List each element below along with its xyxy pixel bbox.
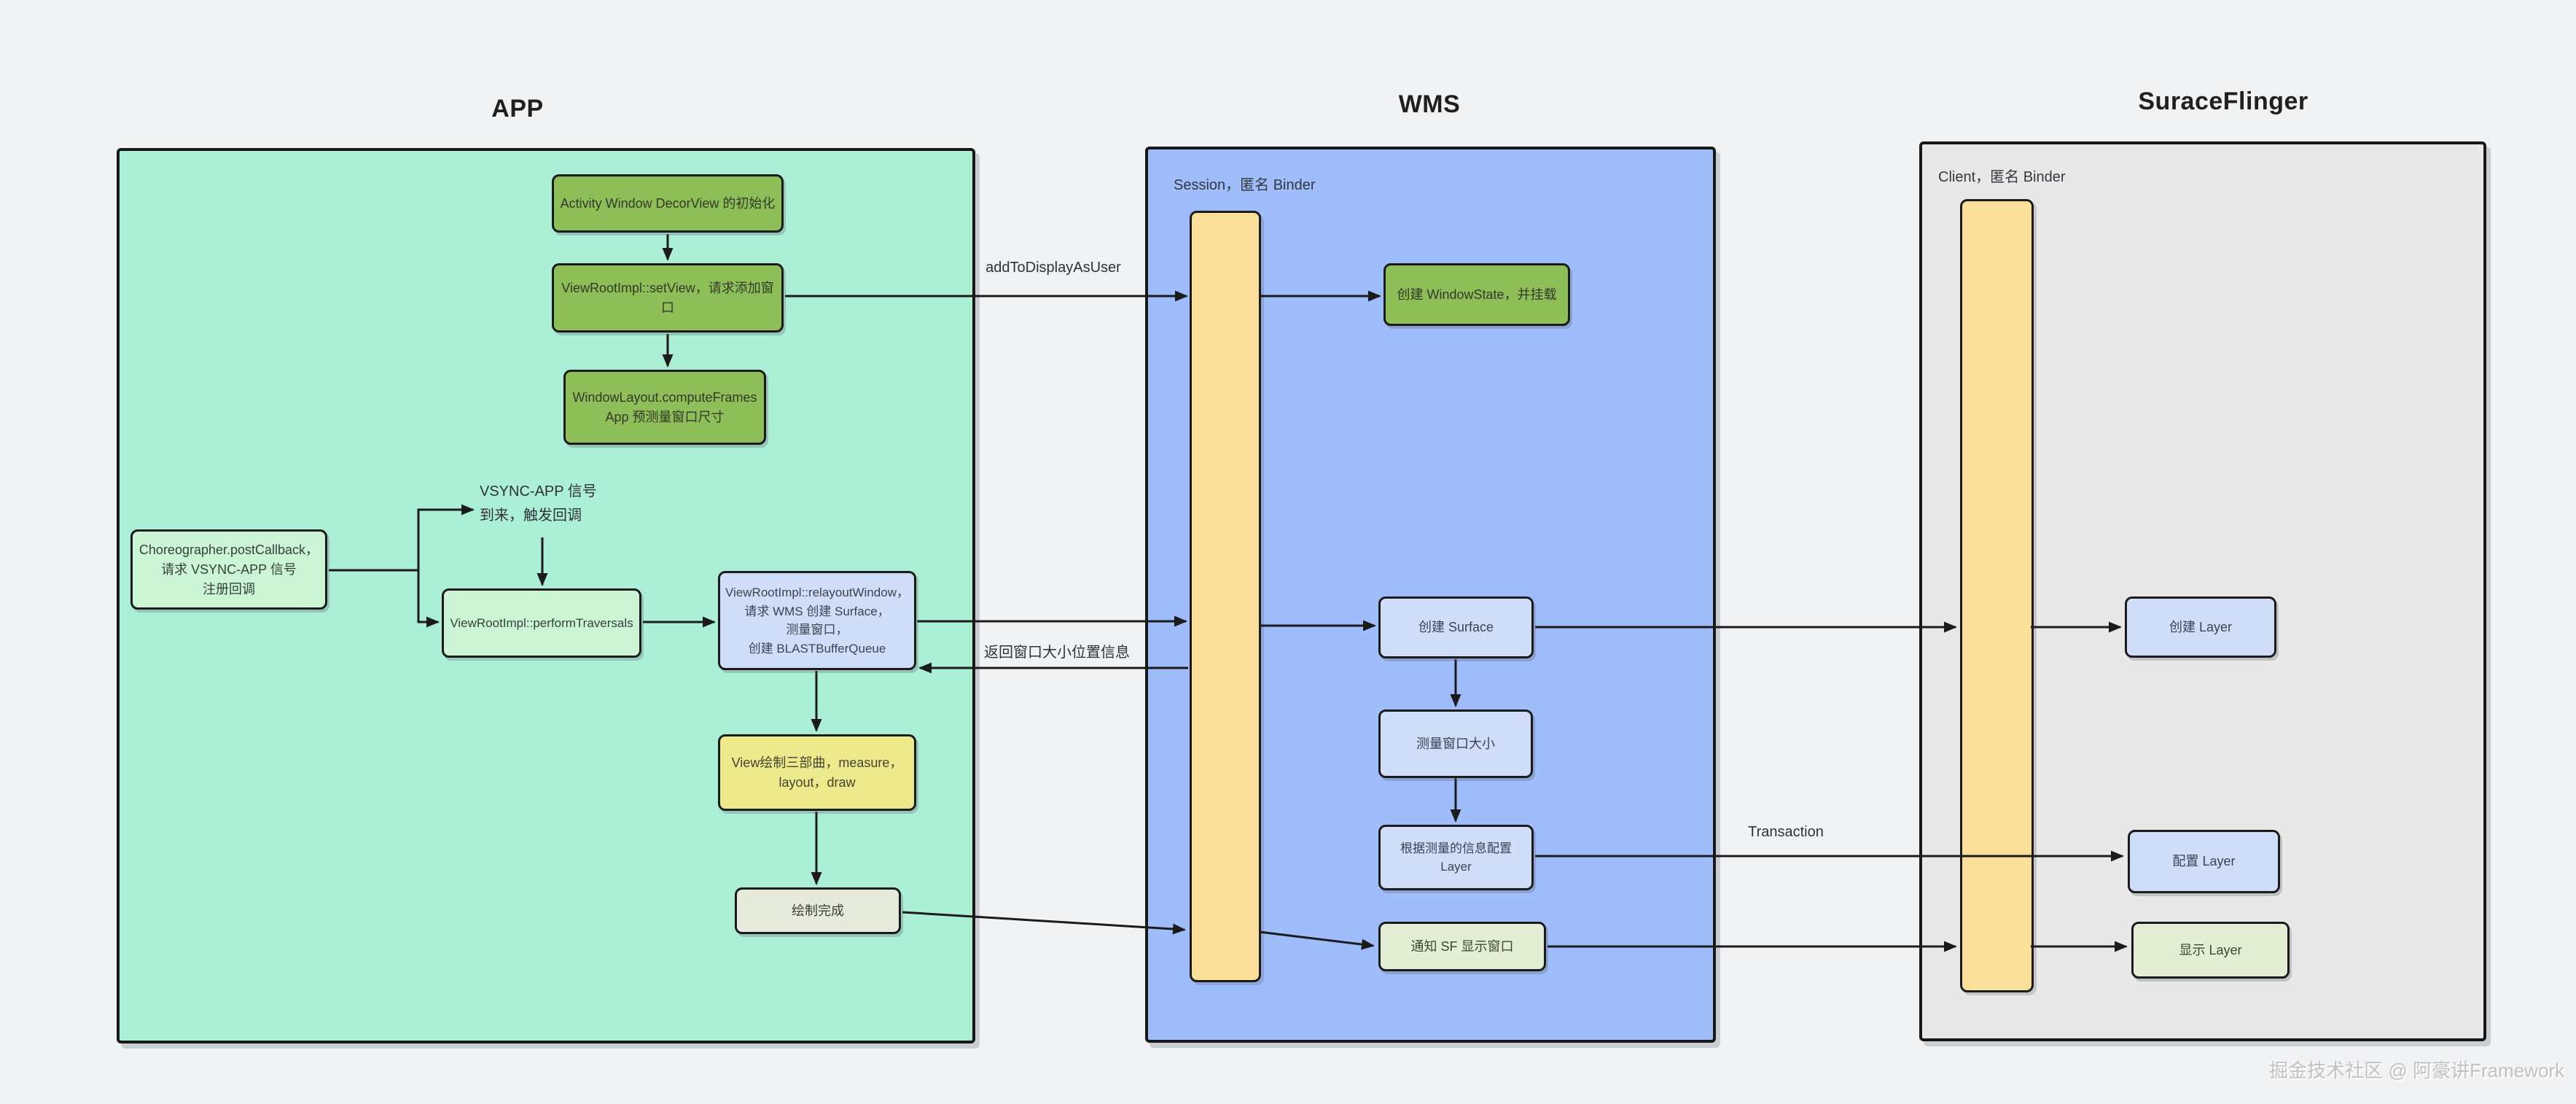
label-return-window-info: 返回窗口大小位置信息 [984,645,1130,661]
label-transaction: Transaction [1748,824,1824,840]
node-draw-done: 绘制完成 [735,887,901,934]
label-addtodisplayasuser: addToDisplayAsUser [985,260,1121,276]
lane-title-wms: WMS [1398,90,1461,118]
node-viewrootimpl-setview: ViewRootImpl::setView，请求添加窗口 [552,263,784,333]
node-view-draw-trilogy: View绘制三部曲，measure， layout，draw [718,734,916,811]
node-choreographer-postcallback: Choreographer.postCallback， 请求 VSYNC-APP… [130,529,327,610]
node-create-layer: 创建 Layer [2125,596,2276,658]
node-show-layer: 显示 Layer [2131,922,2290,979]
edge-drawdone-to-wms-lifeline [902,911,1186,935]
wms-session-lifeline-bar [1190,211,1261,982]
node-performtraversals: ViewRootImpl::performTraversals [442,588,641,658]
label-vsync-arrived-note: VSYNC-APP 信号 到来，触发回调 [480,483,597,524]
node-create-windowstate: 创建 WindowState，并挂载 [1383,263,1570,326]
node-create-surface: 创建 Surface [1378,596,1534,658]
node-notify-sf-show-window: 通知 SF 显示窗口 [1378,922,1546,971]
node-relayoutwindow: ViewRootImpl::relayoutWindow， 请求 WMS 创建 … [718,571,916,670]
watermark-text: 掘金技术社区 @ 阿豪讲Framework [2269,1060,2564,1081]
wms-session-binder-label: Session，匿名 Binder [1174,177,1316,193]
node-config-layer: 配置 Layer [2128,830,2280,893]
edge-wms-lifeline-to-notifysf [1259,930,1375,950]
sf-client-binder-label: Client，匿名 Binder [1938,169,2066,185]
sf-client-lifeline-bar [1960,199,2034,992]
node-activity-decorview-init: Activity Window DecorView 的初始化 [552,174,784,233]
node-measure-window-size: 测量窗口大小 [1378,710,1533,778]
lane-title-app: APP [491,95,544,123]
node-windowlayout-computeframes: WindowLayout.computeFrames App 预测量窗口尺寸 [563,370,766,445]
node-config-layer-by-measure: 根据测量的信息配置 Layer [1378,825,1534,890]
lane-title-surfaceflinger: SuraceFlinger [2138,88,2308,115]
